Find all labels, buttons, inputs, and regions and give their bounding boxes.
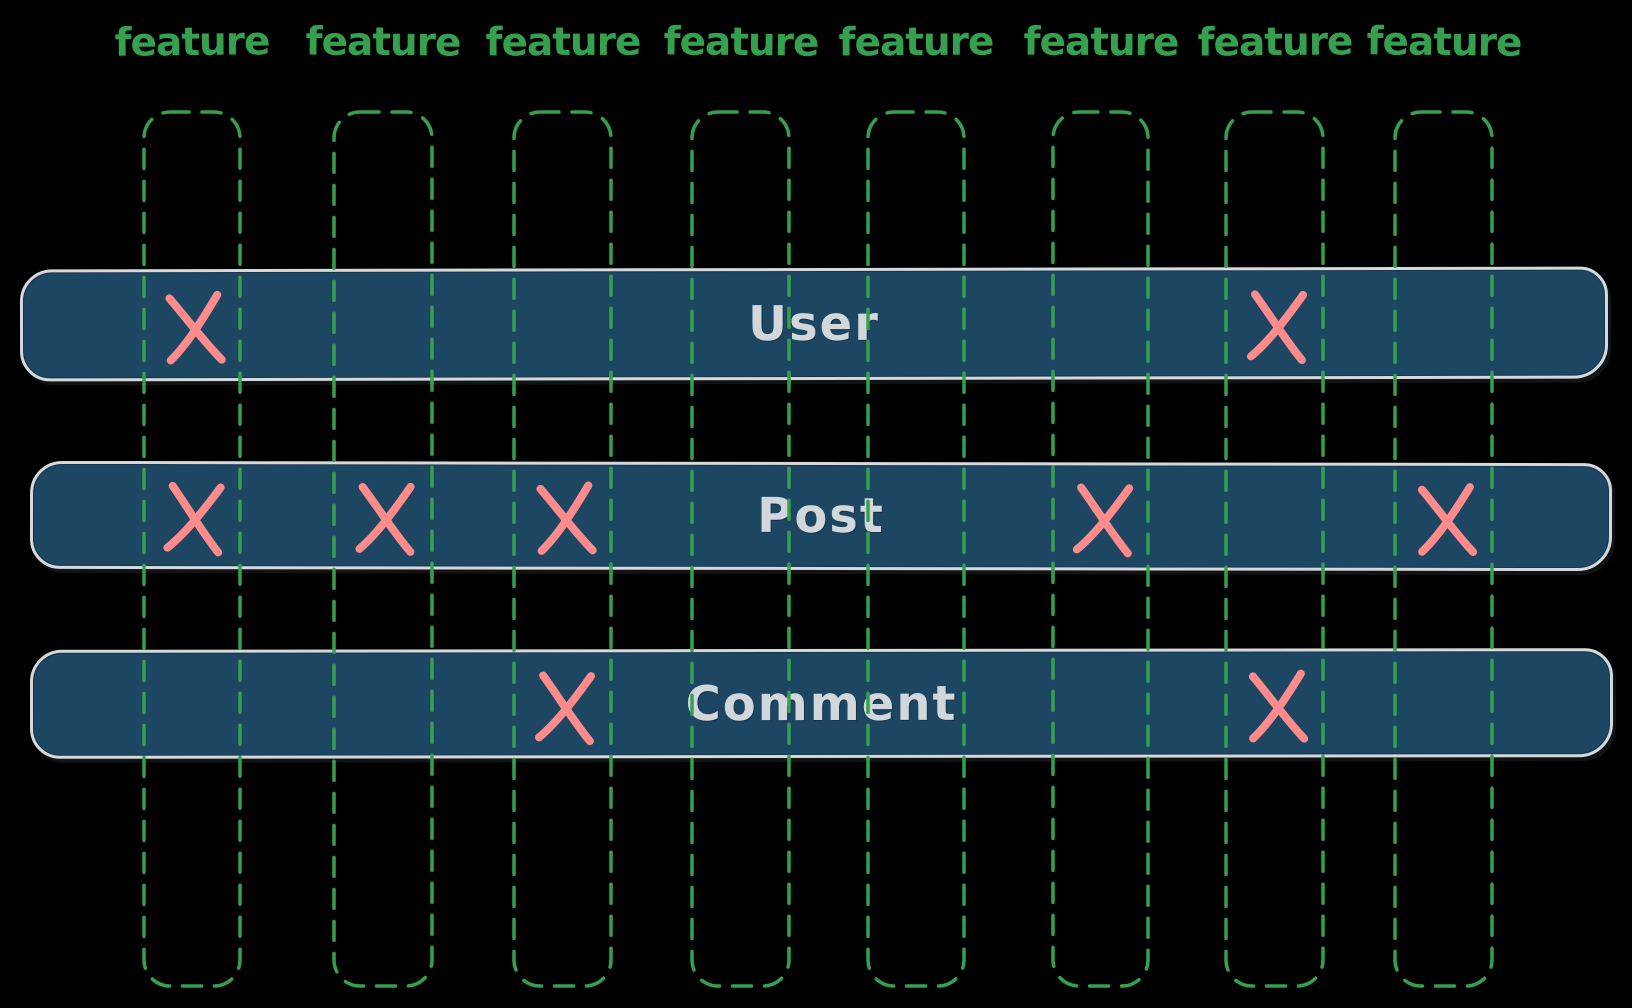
x-mark-icon (348, 477, 424, 560)
x-mark-strokes (1072, 483, 1133, 558)
x-mark-icon (527, 665, 604, 749)
entity-row-comment: Comment (29, 648, 1614, 759)
x-mark-icon (156, 475, 234, 561)
x-mark-icon (526, 476, 604, 562)
feature-label: feature (114, 19, 270, 66)
x-mark-strokes (163, 481, 225, 557)
feature-label: feature (838, 19, 994, 66)
feature-label: feature (305, 19, 461, 66)
feature-label: feature (1022, 19, 1179, 66)
x-mark-strokes (1417, 483, 1477, 557)
x-mark-icon (156, 285, 234, 371)
x-mark-strokes (355, 482, 415, 556)
x-mark-icon (1239, 664, 1316, 749)
x-mark-strokes (165, 290, 226, 365)
entity-row-label: User (748, 295, 880, 353)
x-mark-strokes (1248, 669, 1308, 743)
x-mark-icon (1239, 284, 1316, 368)
entity-row-label: Post (757, 487, 885, 545)
entity-row-post: Post (29, 460, 1613, 572)
x-mark-icon (1408, 478, 1485, 562)
x-mark-icon (1065, 477, 1142, 562)
feature-label: feature (484, 19, 641, 66)
feature-label: feature (1365, 19, 1522, 66)
x-mark-strokes (534, 670, 595, 745)
x-mark-strokes (1246, 290, 1307, 365)
entity-row-user: User (19, 266, 1609, 382)
feature-label: feature (662, 19, 819, 66)
x-mark-strokes (535, 481, 597, 555)
entity-row-label: Comment (685, 675, 958, 732)
